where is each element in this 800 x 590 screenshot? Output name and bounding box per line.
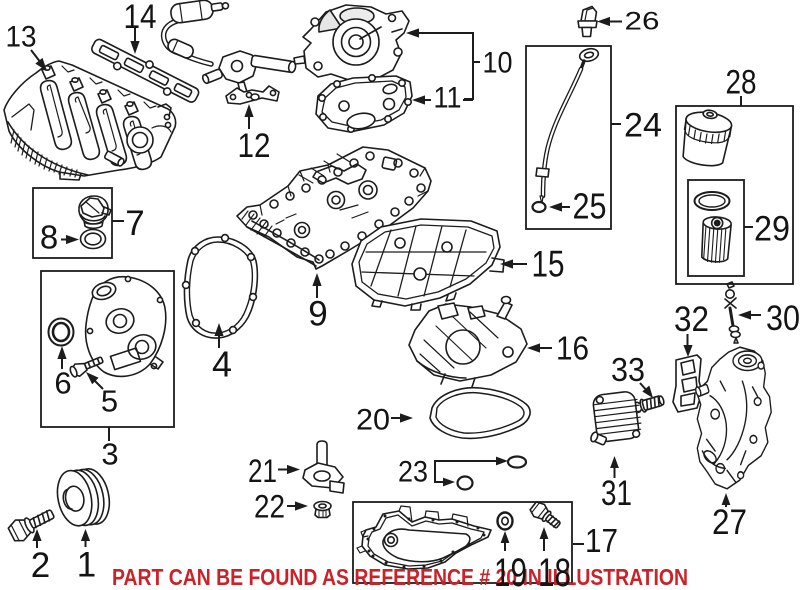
svg-text:15: 15 <box>532 244 565 285</box>
svg-text:33: 33 <box>611 351 645 388</box>
svg-text:25: 25 <box>573 186 607 227</box>
svg-text:17: 17 <box>585 522 618 559</box>
svg-text:10: 10 <box>483 47 513 80</box>
svg-text:22: 22 <box>254 489 285 525</box>
svg-text:2: 2 <box>31 546 50 585</box>
svg-text:12: 12 <box>238 127 271 165</box>
svg-text:5: 5 <box>101 384 118 419</box>
svg-text:9: 9 <box>308 295 327 334</box>
svg-text:29: 29 <box>754 210 790 249</box>
svg-text:26: 26 <box>625 8 660 36</box>
svg-text:1: 1 <box>77 546 96 585</box>
svg-text:16: 16 <box>556 330 589 367</box>
svg-text:32: 32 <box>674 300 709 339</box>
svg-text:19: 19 <box>494 551 527 590</box>
svg-text:7: 7 <box>125 204 144 243</box>
svg-text:6: 6 <box>54 366 71 401</box>
svg-text:28: 28 <box>726 64 757 102</box>
svg-text:24: 24 <box>624 107 662 145</box>
svg-text:13: 13 <box>6 21 37 54</box>
svg-text:31: 31 <box>601 474 632 513</box>
svg-text:8: 8 <box>40 219 58 256</box>
svg-text:18: 18 <box>538 551 571 590</box>
svg-text:4: 4 <box>212 344 232 385</box>
svg-text:3: 3 <box>101 437 118 472</box>
svg-text:11: 11 <box>434 82 462 115</box>
svg-text:23: 23 <box>398 456 428 489</box>
svg-text:PART CAN BE FOUND AS REFERENCE: PART CAN BE FOUND AS REFERENCE # 20 IN I… <box>112 564 688 590</box>
svg-text:21: 21 <box>248 453 277 489</box>
svg-text:27: 27 <box>712 503 747 542</box>
svg-text:20: 20 <box>356 404 390 437</box>
svg-text:14: 14 <box>124 0 157 36</box>
svg-text:30: 30 <box>766 299 800 338</box>
